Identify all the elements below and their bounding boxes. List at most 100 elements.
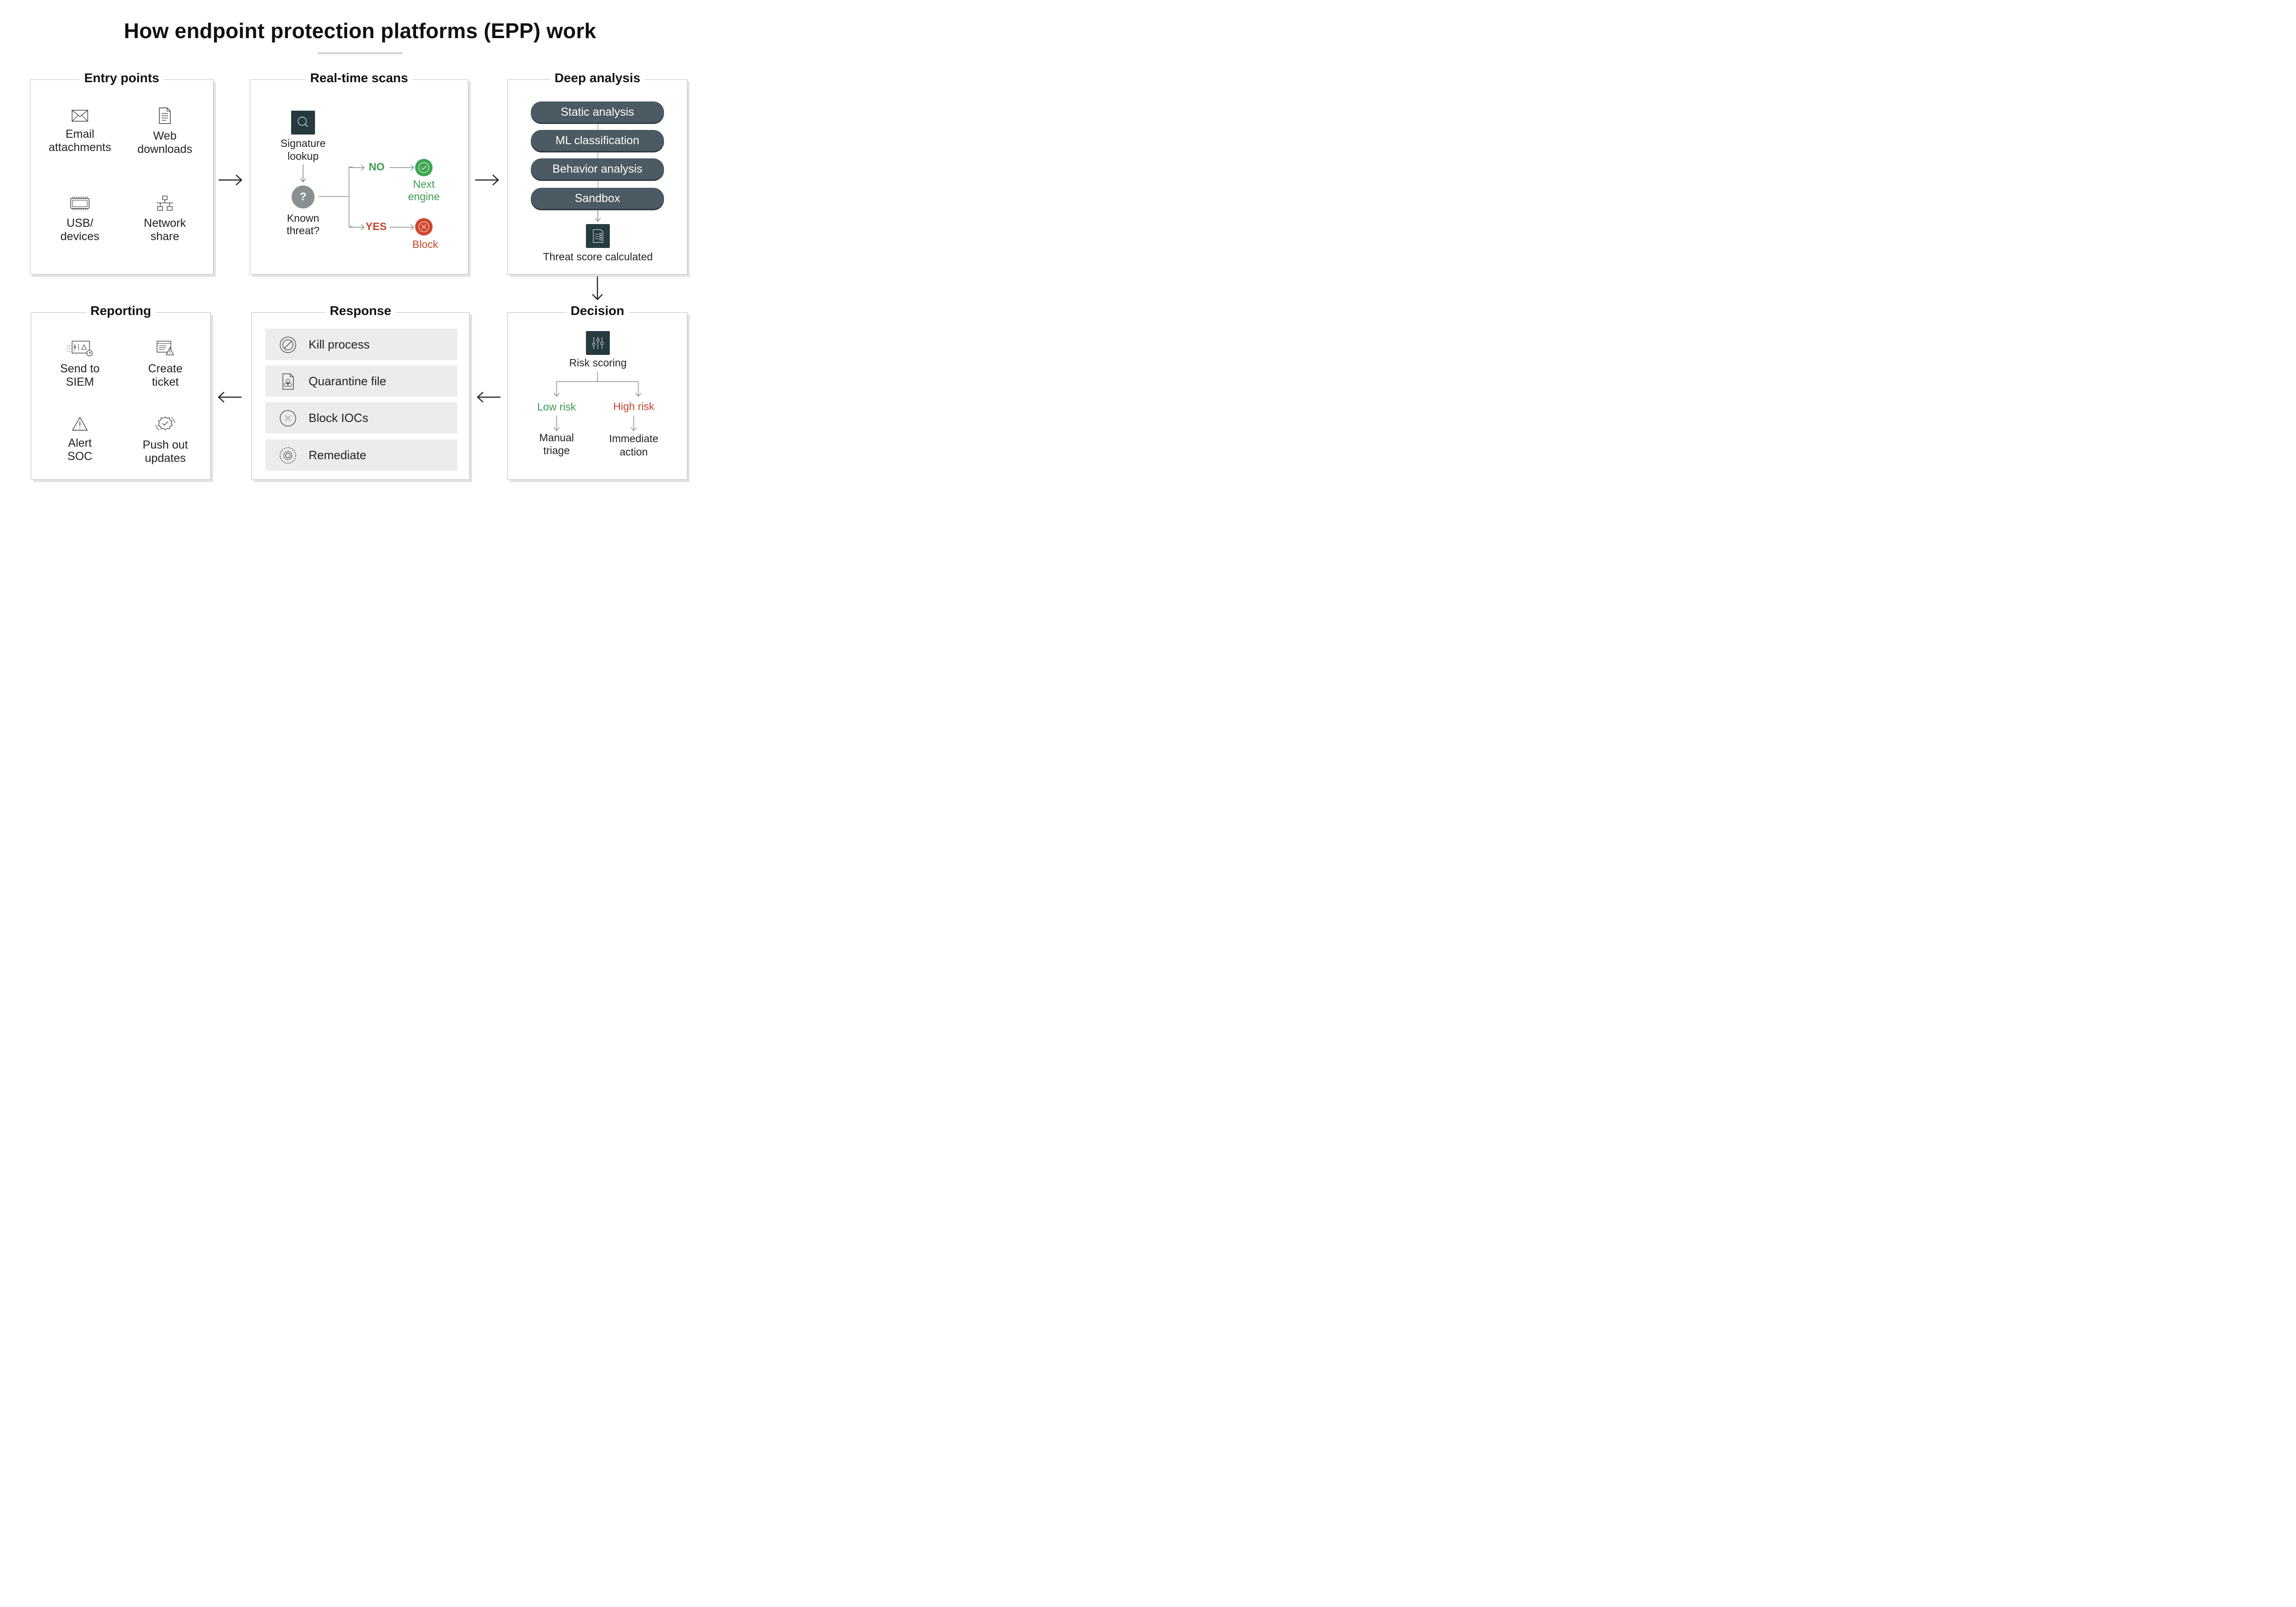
arrow-right-icon bbox=[219, 174, 242, 185]
response-row-quarantine-file: Quarantine file bbox=[265, 365, 458, 397]
next-engine-label: Next engine bbox=[408, 178, 440, 203]
reporting-item-updates: Push out updates bbox=[119, 416, 211, 465]
signature-lookup-box bbox=[291, 111, 315, 135]
response-row-label: Kill process bbox=[309, 337, 370, 352]
arrow-to-next bbox=[389, 164, 415, 171]
reporting-label-line1: Send to bbox=[60, 362, 100, 376]
known-threat-label: Known threat? bbox=[287, 212, 320, 237]
response-row-kill-process: Kill process bbox=[265, 329, 458, 360]
arrow-down-icon bbox=[595, 210, 601, 222]
reporting-label-line2: SOC bbox=[67, 450, 93, 463]
biohazard-file-icon bbox=[282, 373, 294, 390]
arrow-to-block bbox=[389, 224, 415, 230]
arrow-to-no bbox=[349, 164, 365, 171]
reporting-item-siem: Send to SIEM bbox=[34, 340, 126, 389]
arrow-left-icon bbox=[477, 392, 501, 403]
response-title: Response bbox=[325, 303, 396, 318]
x-circle-icon bbox=[415, 218, 433, 236]
entry-label-line2: share bbox=[150, 230, 180, 243]
arrow-down-icon bbox=[300, 164, 306, 183]
reporting-label-line1: Push out bbox=[142, 438, 188, 452]
decision-title: Decision bbox=[566, 303, 629, 318]
signature-lookup-label: Signature lookup bbox=[280, 137, 326, 163]
block-label: Block bbox=[412, 238, 439, 251]
reporting-label-line1: Create bbox=[148, 362, 183, 376]
entry-label-line2: devices bbox=[60, 230, 100, 243]
pill-static-analysis: Static analysis bbox=[531, 101, 664, 123]
arrow-down-icon bbox=[553, 416, 560, 432]
response-panel: Response Kill process Quarantine file bbox=[251, 303, 470, 480]
score-sheet-box bbox=[586, 224, 610, 248]
reporting-label-line2: ticket bbox=[152, 376, 179, 389]
reporting-item-ticket: Create ticket bbox=[119, 340, 211, 389]
arrow-right-icon bbox=[475, 174, 499, 185]
entry-item-network: Network share bbox=[119, 196, 211, 243]
arrow-left-icon bbox=[218, 392, 242, 403]
magnifier-icon bbox=[298, 117, 308, 127]
entry-label-line2: downloads bbox=[137, 143, 192, 156]
score-sheet-icon bbox=[593, 229, 603, 243]
response-row-block-iocs: Block IOCs bbox=[265, 402, 458, 434]
response-row-remediate: Remediate bbox=[265, 439, 458, 471]
badge-check-icon bbox=[155, 416, 175, 431]
pill-ml-classification: ML classification bbox=[531, 130, 664, 152]
entry-item-usb: USB/ devices bbox=[34, 196, 126, 243]
arrow-to-yes bbox=[349, 224, 365, 230]
response-row-label: Remediate bbox=[309, 448, 366, 462]
dashboard-icon bbox=[67, 341, 93, 356]
reporting-panel: Reporting Send to SIEM Create ti bbox=[31, 303, 211, 480]
no-label: NO bbox=[369, 161, 385, 173]
entry-label-line1: Network bbox=[144, 217, 186, 230]
x-circle-icon bbox=[280, 410, 296, 427]
entry-label-line1: Web bbox=[153, 129, 177, 143]
decision-branch bbox=[554, 371, 642, 397]
entry-points-panel: Entry points Email attachments Web downl… bbox=[30, 71, 214, 275]
deep-analysis-panel: Deep analysis Static analysis ML classif… bbox=[507, 71, 688, 275]
network-icon bbox=[157, 196, 174, 211]
question-circle-icon bbox=[292, 185, 315, 209]
arrow-down-icon bbox=[630, 416, 637, 432]
entry-item-web: Web downloads bbox=[119, 107, 211, 156]
threat-score-label: Threat score calculated bbox=[543, 251, 653, 263]
response-row-label: Quarantine file bbox=[309, 374, 387, 388]
risk-scoring-label: Risk scoring bbox=[569, 357, 627, 369]
envelope-icon bbox=[72, 110, 88, 122]
real-time-scans-panel: Real-time scans Signature lookup ? Known… bbox=[250, 71, 469, 275]
document-icon bbox=[159, 107, 171, 124]
deep-analysis-title: Deep analysis bbox=[550, 71, 645, 85]
reporting-label-line2: SIEM bbox=[66, 376, 94, 389]
reporting-label-line2: updates bbox=[145, 452, 186, 465]
check-circle-icon bbox=[415, 159, 433, 177]
page-title: How endpoint protection platforms (EPP) … bbox=[124, 19, 597, 43]
chip-icon bbox=[70, 197, 90, 211]
low-risk-label: Low risk bbox=[537, 401, 576, 413]
title-underline bbox=[318, 52, 403, 55]
arrow-down-icon bbox=[592, 276, 603, 300]
reporting-title: Reporting bbox=[85, 303, 156, 318]
pill-behavior-analysis: Behavior analysis bbox=[531, 158, 664, 180]
reporting-label-line1: Alert bbox=[68, 437, 92, 450]
risk-scoring-box bbox=[586, 331, 610, 355]
branch-connector bbox=[319, 167, 353, 227]
decision-panel: Decision Risk scoring Low risk High risk… bbox=[507, 303, 688, 480]
question-glyph: ? bbox=[299, 191, 307, 203]
pill-sandbox: Sandbox bbox=[531, 188, 664, 209]
manual-triage-label: Manual triage bbox=[539, 432, 574, 457]
entry-item-email: Email attachments bbox=[34, 109, 126, 154]
high-risk-label: High risk bbox=[613, 400, 654, 413]
prohibit-icon bbox=[280, 337, 296, 353]
warning-icon bbox=[72, 416, 88, 431]
entry-label-line1: Email bbox=[65, 128, 95, 141]
entry-label-line2: attachments bbox=[48, 141, 112, 154]
immediate-action-label: Immediate action bbox=[609, 433, 658, 458]
epp-diagram-page: How endpoint protection platforms (EPP) … bbox=[0, 0, 720, 504]
entry-label-line1: USB/ bbox=[66, 217, 94, 230]
yes-label: YES bbox=[366, 220, 387, 233]
real-time-scans-title: Real-time scans bbox=[305, 71, 413, 85]
entry-points-title: Entry points bbox=[79, 71, 164, 85]
reporting-item-soc: Alert SOC bbox=[34, 416, 126, 463]
response-row-label: Block IOCs bbox=[309, 411, 369, 425]
gear-cycle-icon bbox=[280, 447, 296, 464]
sliders-icon bbox=[592, 337, 604, 349]
ticket-warning-icon bbox=[157, 341, 174, 355]
